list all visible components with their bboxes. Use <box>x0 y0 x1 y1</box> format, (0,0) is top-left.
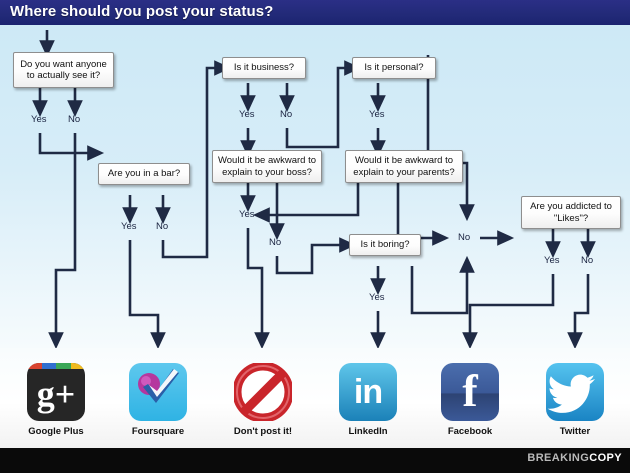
edge-label-q1-yes: Yes <box>31 114 47 125</box>
prohibition-glyph <box>234 363 292 421</box>
page-title: Where should you post your status? <box>10 3 274 20</box>
google-plus-icon[interactable]: g+ <box>27 363 85 421</box>
decision-box-is-business[interactable]: Is it business? <box>222 57 306 79</box>
dont-post-icon[interactable] <box>234 363 292 421</box>
outcome-label-google-plus: Google Plus <box>28 426 84 437</box>
edge-label-q8-yes: Yes <box>544 255 560 266</box>
brand-watermark: BREAKINGCOPY <box>527 452 622 464</box>
foursquare-glyph <box>138 369 179 403</box>
decision-box-is-personal[interactable]: Is it personal? <box>352 57 436 79</box>
edge-label-q5-no: No <box>269 237 282 248</box>
linkedin-glyph: in <box>353 373 383 411</box>
linkedin-icon[interactable]: in <box>339 363 397 421</box>
twitter-bird-glyph <box>547 374 595 413</box>
outcome-icons-row: g+ Google Plus Foursquare Don't post it! <box>0 348 630 448</box>
decision-box-awkward-parents[interactable]: Would it be awkward to explain to your p… <box>345 150 463 183</box>
decision-box-see-it[interactable]: Do you want anyone to actually see it? <box>13 52 114 88</box>
brand-part-one: BREAKING <box>527 452 590 464</box>
header-bar: Where should you post your status? <box>0 0 630 26</box>
edge-label-q2-no: No <box>156 221 169 232</box>
google-plus-glyph: g+ <box>36 374 76 414</box>
outcome-label-facebook: Facebook <box>447 426 493 437</box>
edge-label-q3-no: No <box>280 109 293 120</box>
facebook-glyph: f <box>462 365 478 416</box>
footer-bar <box>0 448 630 473</box>
decision-box-in-a-bar[interactable]: Are you in a bar? <box>98 163 190 185</box>
edge-label-q6-no: No <box>458 232 471 243</box>
outcome-label-linkedin: LinkedIn <box>348 426 388 437</box>
google-stripes <box>27 363 85 369</box>
decision-box-is-boring[interactable]: Is it boring? <box>349 234 421 256</box>
facebook-icon[interactable]: f <box>441 363 499 421</box>
edge-label-q8-no: No <box>581 255 594 266</box>
decision-box-awkward-boss[interactable]: Would it be awkward to explain to your b… <box>212 150 322 183</box>
outcome-label-dont-post: Don't post it! <box>233 426 293 437</box>
edge-label-q3-yes: Yes <box>239 109 255 120</box>
flowchart-canvas: Do you want anyone to actually see it? A… <box>0 25 630 348</box>
foursquare-icon[interactable] <box>129 363 187 421</box>
brand-part-two: COPY <box>589 452 622 464</box>
edge-label-q1-no: No <box>68 114 81 125</box>
edge-label-q4-yes: Yes <box>369 109 385 120</box>
outcome-label-foursquare: Foursquare <box>131 426 185 437</box>
edge-label-q2-yes: Yes <box>121 221 137 232</box>
outcome-label-twitter: Twitter <box>559 426 591 437</box>
decision-box-addicted-likes[interactable]: Are you addicted to "Likes"? <box>521 196 621 229</box>
twitter-icon[interactable] <box>546 363 604 421</box>
edge-label-q7-yes: Yes <box>369 292 385 303</box>
edge-label-q5-yes: Yes <box>239 209 255 220</box>
